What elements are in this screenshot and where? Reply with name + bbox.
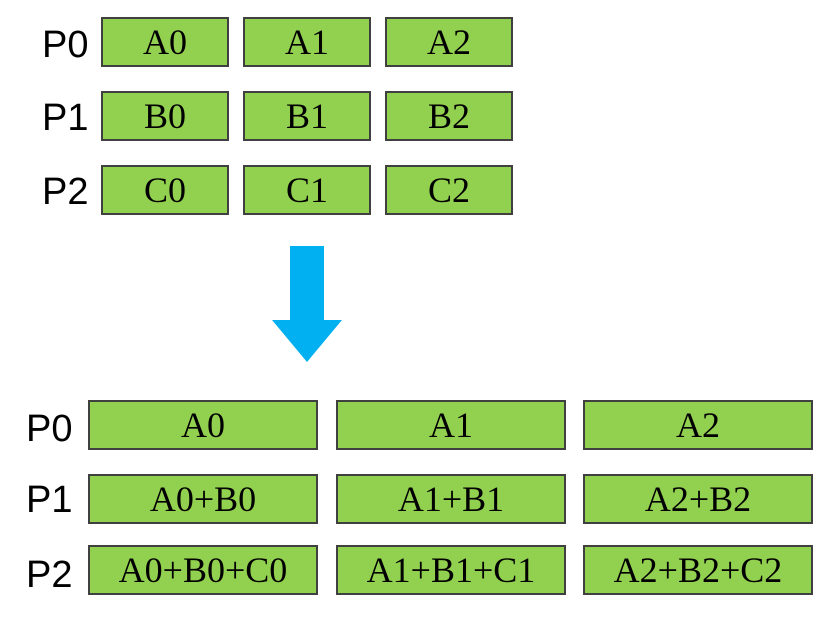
after-row-label-p2: P2 (26, 554, 73, 596)
down-arrow-icon (272, 246, 342, 362)
after-cell-1-0: A0+B0 (88, 474, 318, 524)
after-cell-0-1: A1 (336, 400, 566, 450)
before-cell-b1: B1 (243, 91, 371, 141)
after-cell-2-2: A2+B2+C2 (583, 545, 813, 595)
before-cell-b0: B0 (101, 91, 229, 141)
before-cell-a1: A1 (243, 17, 371, 67)
before-row-label-p2: P2 (42, 171, 89, 213)
before-row-label-p1: P1 (42, 97, 89, 139)
before-row-label-p0: P0 (42, 24, 89, 66)
before-cell-c1: C1 (243, 165, 371, 215)
after-row-label-p0: P0 (26, 408, 73, 450)
after-row-label-p1: P1 (26, 479, 73, 521)
before-cell-a0: A0 (101, 17, 229, 67)
after-cell-2-1: A1+B1+C1 (336, 545, 566, 595)
before-cell-a2: A2 (385, 17, 513, 67)
after-cell-0-0: A0 (88, 400, 318, 450)
before-cell-c2: C2 (385, 165, 513, 215)
after-cell-0-2: A2 (583, 400, 813, 450)
before-cell-b2: B2 (385, 91, 513, 141)
before-cell-c0: C0 (101, 165, 229, 215)
after-cell-1-1: A1+B1 (336, 474, 566, 524)
after-cell-1-2: A2+B2 (583, 474, 813, 524)
after-cell-2-0: A0+B0+C0 (88, 545, 318, 595)
